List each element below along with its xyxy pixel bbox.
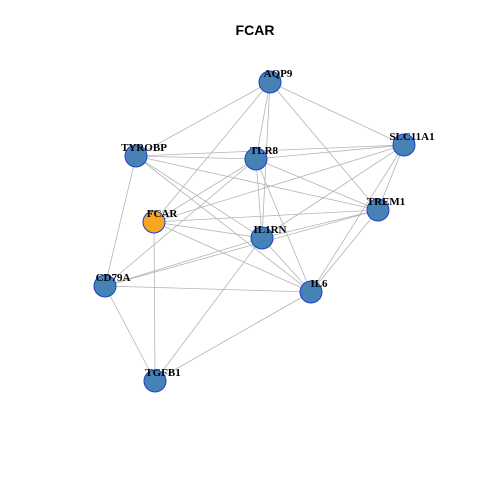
edge-fcar-tgfb1 [153, 221, 156, 382]
node-label-cd79a: CD79A [96, 272, 131, 284]
node-tlr8[interactable] [244, 147, 268, 171]
edge-il1rn-tgfb1 [154, 237, 263, 382]
node-fcar[interactable] [142, 210, 166, 234]
node-label-slc11a1: SLC11A1 [389, 131, 434, 143]
node-group [93, 70, 416, 393]
node-il1rn[interactable] [250, 226, 274, 250]
edge-group [104, 81, 405, 382]
edge-aqp9-fcar [153, 81, 271, 223]
edge-tyrobp-tlr8 [135, 155, 257, 160]
edge-tlr8-il1rn [255, 158, 263, 239]
edge-fcar-il1rn [153, 221, 263, 239]
edge-il1rn-cd79a [104, 237, 263, 287]
edge-aqp9-tlr8 [255, 81, 271, 160]
node-label-tyrobp: TYROBP [121, 142, 167, 154]
diagram-title: FCAR [236, 22, 275, 38]
node-label-il1rn: IL1RN [253, 224, 286, 236]
node-label-tgfb1: TGFB1 [145, 367, 180, 379]
edge-tlr8-trem1 [255, 158, 379, 211]
edge-aqp9-tyrobp [135, 81, 271, 157]
edge-tyrobp-il6 [135, 155, 312, 293]
edge-tlr8-il6 [255, 158, 312, 293]
node-slc11a1[interactable] [392, 133, 416, 157]
edge-slc11a1-il6 [310, 144, 405, 293]
edge-fcar-il6 [153, 221, 312, 293]
edge-trem1-cd79a [104, 209, 379, 287]
node-cd79a[interactable] [93, 274, 117, 298]
edge-tyrobp-trem1 [135, 155, 379, 211]
node-aqp9[interactable] [258, 70, 282, 94]
node-trem1[interactable] [366, 198, 390, 222]
edge-cd79a-il6 [104, 285, 312, 293]
node-label-tlr8: TLR8 [250, 145, 279, 157]
node-tgfb1[interactable] [143, 369, 167, 393]
edge-slc11a1-fcar [153, 144, 405, 223]
edge-aqp9-trem1 [269, 81, 379, 211]
node-il6[interactable] [299, 280, 323, 304]
node-label-trem1: TREM1 [367, 196, 406, 208]
edge-cd79a-tgfb1 [104, 285, 156, 382]
edge-trem1-il6 [310, 209, 379, 293]
edge-tyrobp-slc11a1 [135, 144, 405, 157]
edge-slc11a1-trem1 [377, 144, 405, 211]
edge-tlr8-slc11a1 [255, 144, 405, 160]
edge-trem1-il1rn [261, 209, 379, 239]
node-tyrobp[interactable] [124, 144, 148, 168]
edge-slc11a1-il1rn [261, 144, 405, 239]
node-label-fcar: FCAR [147, 208, 179, 220]
edge-il1rn-il6 [261, 237, 312, 293]
edge-aqp9-slc11a1 [269, 81, 405, 146]
edge-tyrobp-cd79a [104, 155, 137, 287]
edge-tyrobp-il1rn [135, 155, 263, 239]
node-label-il6: IL6 [310, 278, 328, 290]
edge-tlr8-fcar [153, 158, 257, 223]
node-label-aqp9: AQP9 [264, 68, 293, 80]
edge-trem1-fcar [153, 209, 379, 223]
edge-il6-tgfb1 [154, 291, 312, 382]
edge-tlr8-cd79a [104, 158, 257, 287]
